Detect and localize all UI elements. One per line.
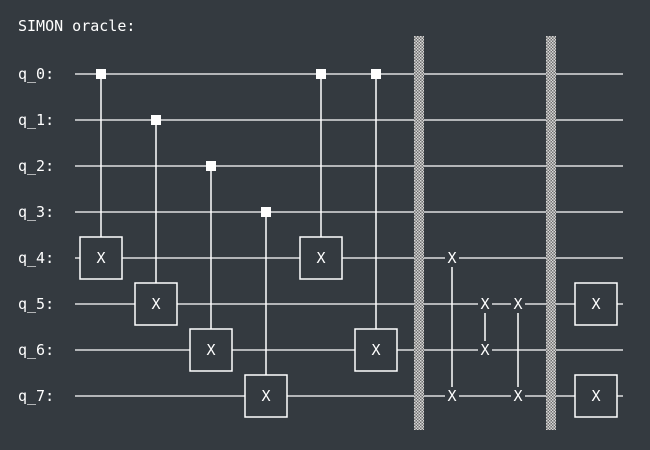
swap-wire-gap [445, 257, 459, 259]
qubit-label: q_2: [18, 157, 54, 175]
qubit-label: q_3: [18, 203, 54, 221]
x-gate [354, 328, 398, 372]
x-gate [299, 236, 343, 280]
x-gate-label: X [591, 387, 600, 405]
control-dot [206, 161, 216, 171]
x-gate [574, 374, 618, 418]
x-gate [134, 282, 178, 326]
barrier [546, 36, 556, 430]
diagram-title: SIMON oracle: [18, 17, 136, 35]
swap-wire-gap [511, 395, 525, 397]
swap-x-mark: X [480, 295, 489, 313]
x-gate [244, 374, 288, 418]
x-gate [574, 282, 618, 326]
control-dot [96, 69, 106, 79]
x-gate-label: X [261, 387, 270, 405]
x-gate-label: X [316, 249, 325, 267]
control-dot [371, 69, 381, 79]
swap-x-mark: X [447, 249, 456, 267]
swap-x-mark: X [480, 341, 489, 359]
swap-wire-gap [445, 395, 459, 397]
qubit-label: q_5: [18, 295, 54, 313]
swap-x-mark: X [513, 387, 522, 405]
qubit-label: q_4: [18, 249, 54, 267]
x-gate-label: X [591, 295, 600, 313]
swap-wire-gap [478, 303, 492, 305]
control-dot [316, 69, 326, 79]
control-dot [151, 115, 161, 125]
x-gate-label: X [371, 341, 380, 359]
x-gate-label: X [206, 341, 215, 359]
qubit-label: q_0: [18, 65, 54, 83]
swap-wire-gap [511, 303, 525, 305]
x-gate [79, 236, 123, 280]
x-gate-label: X [96, 249, 105, 267]
control-dot [261, 207, 271, 217]
x-gate [189, 328, 233, 372]
swap-x-mark: X [513, 295, 522, 313]
qubit-label: q_6: [18, 341, 54, 359]
barrier [414, 36, 424, 430]
swap-x-mark: X [447, 387, 456, 405]
qubit-label: q_7: [18, 387, 54, 405]
swap-wire-gap [478, 349, 492, 351]
qubit-label: q_1: [18, 111, 54, 129]
x-gate-label: X [151, 295, 160, 313]
